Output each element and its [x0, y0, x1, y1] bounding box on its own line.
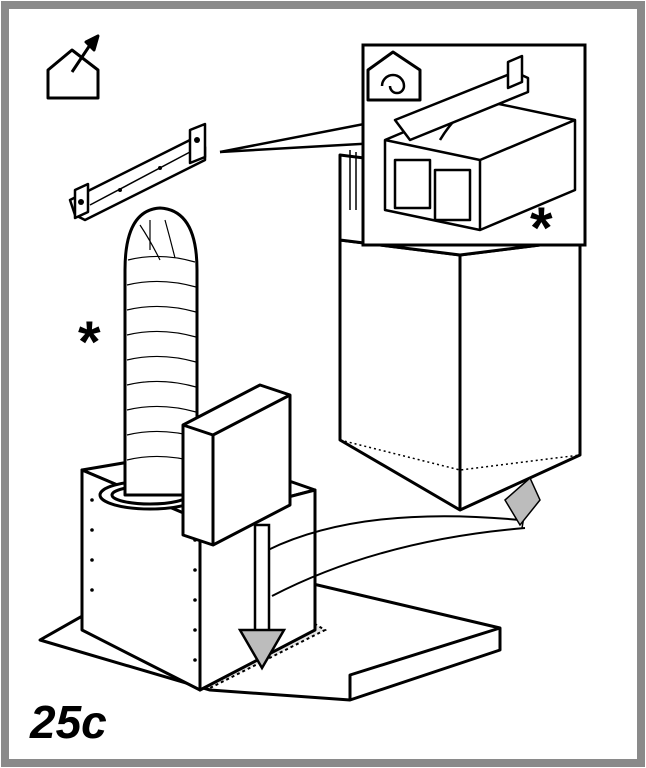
- inset-marker: *: [530, 196, 553, 261]
- figure-label: 25c: [29, 696, 107, 748]
- wall-bracket: [68, 122, 207, 222]
- down-arrow: [237, 523, 287, 671]
- house-recirculation-icon: [366, 50, 422, 102]
- filter-box: [181, 383, 292, 547]
- wiring-cable: [267, 476, 541, 597]
- hose-marker: *: [78, 310, 101, 375]
- inset-panel: [361, 43, 587, 247]
- house-exhaust-icon: [46, 34, 100, 100]
- flexible-hose: [123, 206, 199, 497]
